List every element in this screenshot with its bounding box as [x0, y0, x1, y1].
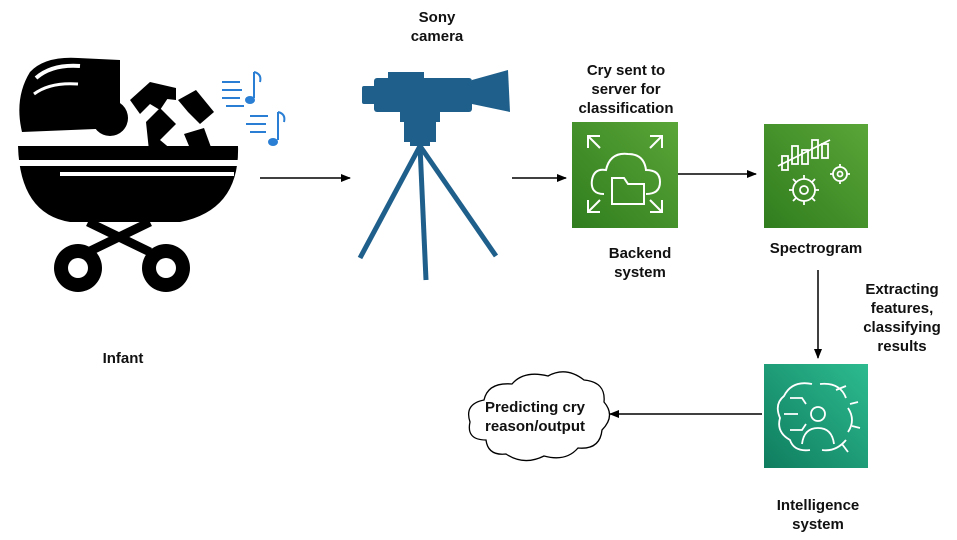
brain-gear-icon: [776, 382, 861, 453]
extract-label: Extracting features, classifying results: [863, 281, 941, 355]
chart-gears-icon: [777, 139, 850, 205]
backend-label: Backend system: [608, 245, 672, 281]
upload-label: Cry sent to server for classification: [578, 62, 674, 117]
backend-system-node: [572, 122, 678, 228]
camera-label: Sony camera: [410, 9, 464, 45]
cloud-folder-icon: [587, 135, 663, 213]
intelligence-system-node: [764, 364, 868, 468]
spectrogram-label: Spectrogram: [769, 240, 863, 257]
infant-label: Infant: [102, 350, 144, 367]
spectrogram-node: [764, 124, 868, 228]
camera-icon: [357, 70, 510, 281]
output-cloud-shape: [467, 371, 611, 462]
output-label: Predicting cry reason/output: [484, 399, 586, 435]
stroller-icon: [18, 57, 239, 292]
intelligence-label: Intelligence system: [776, 497, 860, 533]
music-notes-icon: [222, 71, 286, 146]
